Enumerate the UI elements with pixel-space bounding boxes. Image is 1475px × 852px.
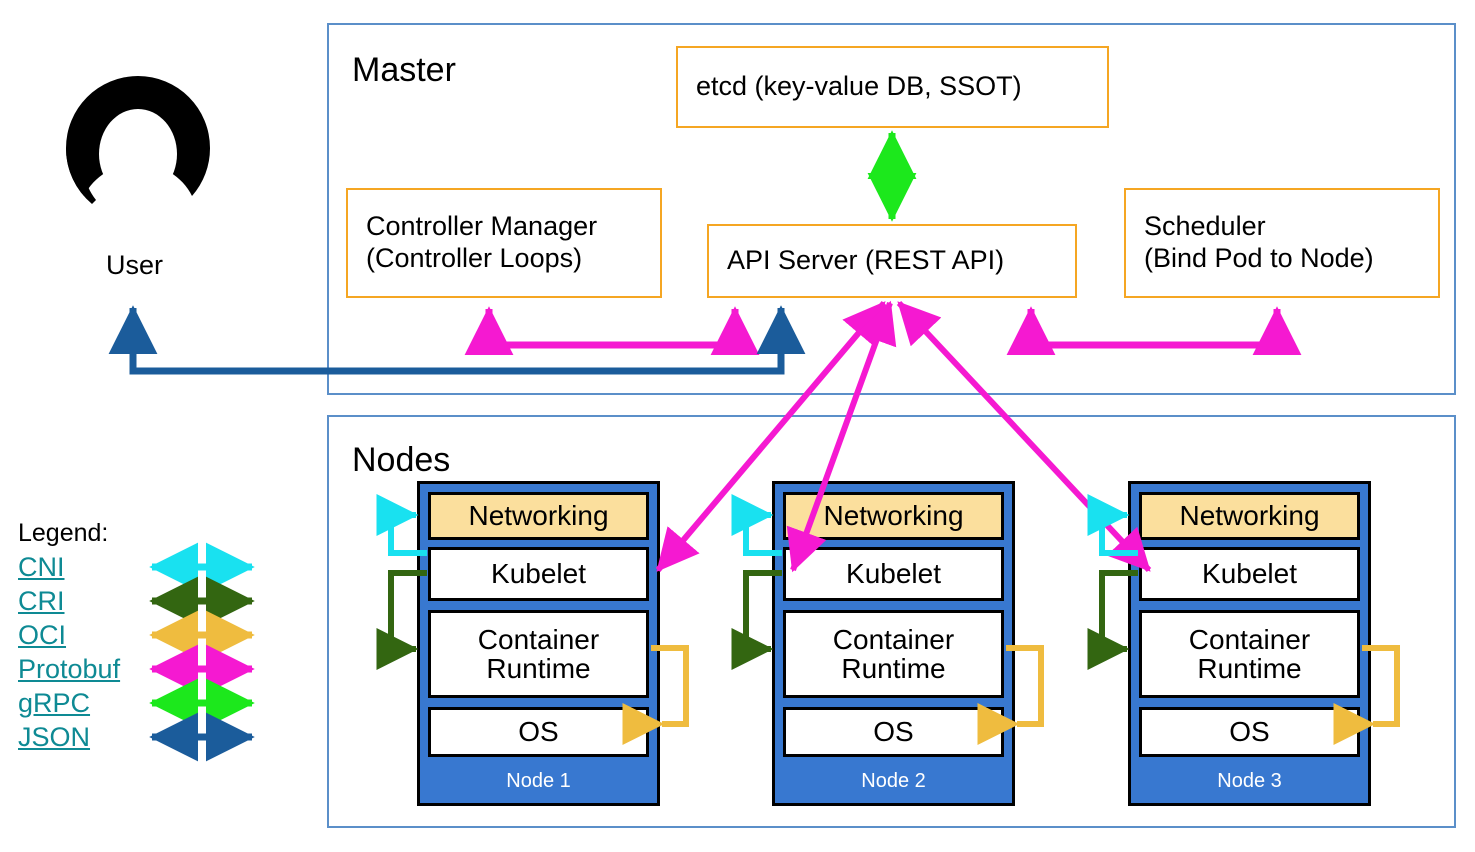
node-3-layer-kubelet[interactable]: Kubelet [1139, 547, 1360, 601]
controller-manager-label: Controller Manager (Controller Loops) [366, 211, 598, 273]
node-box-node-3[interactable]: Networking Kubelet Container Runtime OS … [1128, 481, 1371, 806]
master-component-scheduler[interactable]: Scheduler (Bind Pod to Node) [1124, 188, 1440, 298]
node-1-name-label: Node 1 [506, 770, 571, 792]
node-3-layer-networking[interactable]: Networking [1139, 492, 1360, 540]
master-component-etcd[interactable]: etcd (key-value DB, SSOT) [676, 46, 1109, 128]
legend-link-oci[interactable]: OCI [18, 620, 67, 650]
node-2-layer-networking[interactable]: Networking [783, 492, 1004, 540]
node-1-layer-os[interactable]: OS [428, 707, 649, 757]
master-group-title: Master [352, 51, 456, 89]
node-1-layer-networking[interactable]: Networking [428, 492, 649, 540]
scheduler-label: Scheduler (Bind Pod to Node) [1144, 211, 1374, 273]
etcd-label: etcd (key-value DB, SSOT) [696, 71, 1022, 102]
node-3-layer-container-runtime[interactable]: Container Runtime [1139, 610, 1360, 698]
node-2-layer-container-runtime[interactable]: Container Runtime [783, 610, 1004, 698]
master-component-controller-manager[interactable]: Controller Manager (Controller Loops) [346, 188, 662, 298]
legend-link-cni[interactable]: CNI [18, 552, 65, 582]
legend-link-cri[interactable]: CRI [18, 586, 65, 616]
node-1-layer-container-runtime[interactable]: Container Runtime [428, 610, 649, 698]
node-3-layer-os[interactable]: OS [1139, 707, 1360, 757]
node-2-layer-kubelet[interactable]: Kubelet [783, 547, 1004, 601]
user-label: User [106, 250, 164, 280]
api-server-label: API Server (REST API) [727, 245, 1005, 276]
nodes-group-title: Nodes [352, 441, 451, 479]
legend-link-grpc[interactable]: gRPC [18, 688, 91, 718]
node-2-layer-os[interactable]: OS [783, 707, 1004, 757]
legend-link-json[interactable]: JSON [18, 722, 91, 752]
node-box-node-1[interactable]: Networking Kubelet Container Runtime OS … [417, 481, 660, 806]
legend-title: Legend: [18, 519, 109, 547]
legend-link-protobuf[interactable]: Protobuf [18, 654, 121, 684]
node-box-node-2[interactable]: Networking Kubelet Container Runtime OS … [772, 481, 1015, 806]
user-avatar-icon [65, 76, 211, 204]
master-component-api-server[interactable]: API Server (REST API) [707, 224, 1077, 298]
node-3-name-label: Node 3 [1217, 770, 1282, 792]
node-2-name-label: Node 2 [861, 770, 926, 792]
node-1-layer-kubelet[interactable]: Kubelet [428, 547, 649, 601]
